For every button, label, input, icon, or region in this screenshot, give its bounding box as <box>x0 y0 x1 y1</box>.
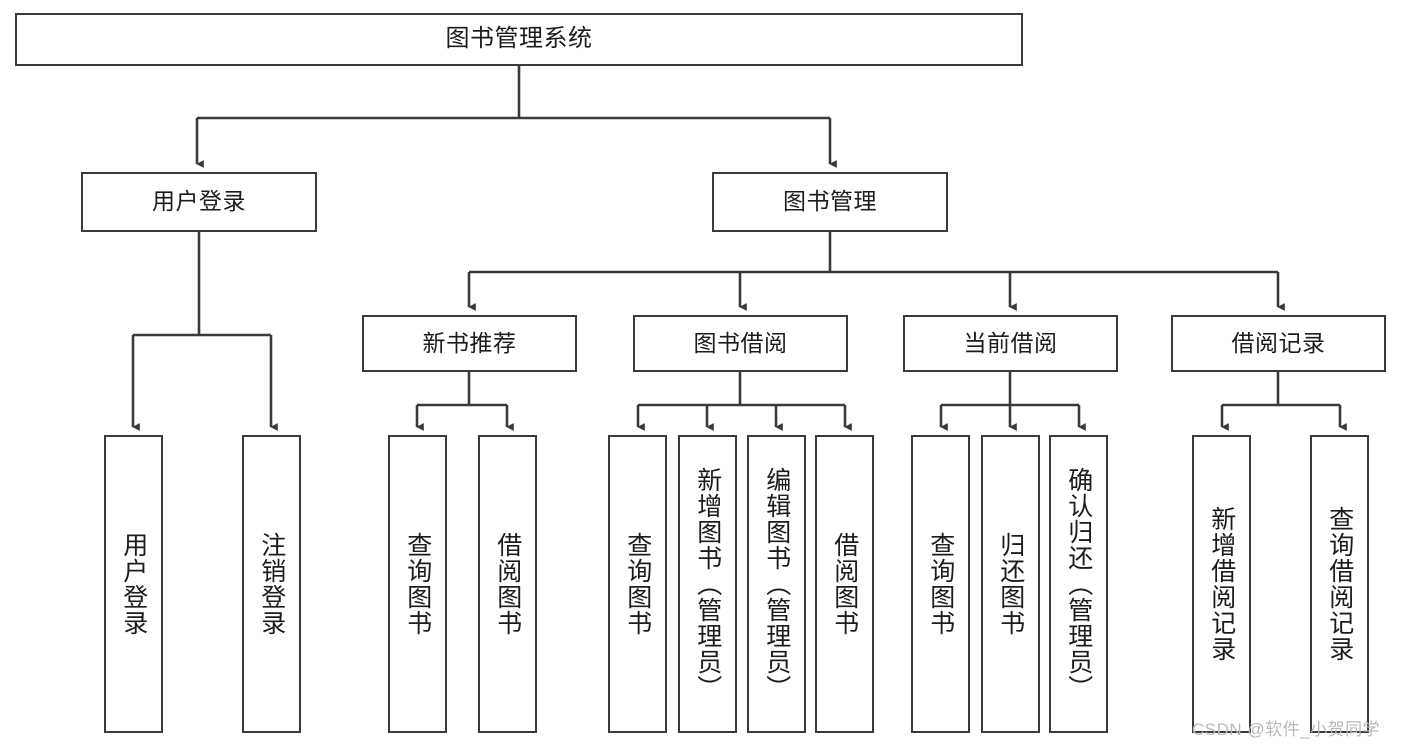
node-current-borrow[interactable]: 当前借阅 <box>903 315 1118 372</box>
leaf-current-borrow-query-book[interactable]: 查询图书 <box>911 435 970 733</box>
leaf-book-borrow-edit-book-admin[interactable]: 编辑图书（管理员） <box>747 435 806 733</box>
node-borrow-record-label: 借阅记录 <box>1231 329 1326 356</box>
node-user-login[interactable]: 用户登录 <box>81 172 317 232</box>
leaf-user-login-login[interactable]: 用户登录 <box>104 435 163 733</box>
node-book-management-label: 图书管理 <box>783 188 877 215</box>
node-book-borrow-label: 图书借阅 <box>693 329 788 356</box>
leaf-current-borrow-return-book[interactable]: 归还图书 <box>981 435 1040 733</box>
leaf-book-borrow-add-book-admin[interactable]: 新增图书（管理员） <box>678 435 737 733</box>
leaf-book-borrow-borrow-book-label: 借阅图书 <box>830 532 859 636</box>
node-user-login-label: 用户登录 <box>152 188 246 215</box>
leaf-user-login-logout[interactable]: 注销登录 <box>242 435 301 733</box>
node-new-book-recommendation-label: 新书推荐 <box>422 329 517 356</box>
leaf-book-borrow-add-book-admin-label: 新增图书（管理员） <box>693 467 722 701</box>
leaf-book-borrow-edit-book-admin-label: 编辑图书（管理员） <box>762 467 791 701</box>
node-current-borrow-label: 当前借阅 <box>963 329 1058 356</box>
leaf-current-borrow-return-book-label: 归还图书 <box>996 532 1025 636</box>
node-root-label: 图书管理系统 <box>445 25 593 53</box>
leaf-user-login-logout-label: 注销登录 <box>257 532 286 636</box>
leaf-borrow-record-add-record-label: 新增借阅记录 <box>1207 506 1236 662</box>
leaf-current-borrow-confirm-return-admin-label: 确认归还（管理员） <box>1064 467 1093 701</box>
leaf-borrow-record-query-record-label: 查询借阅记录 <box>1325 506 1354 662</box>
leaf-new-book-borrow-book-label: 借阅图书 <box>493 532 522 636</box>
leaf-book-borrow-query-book-label: 查询图书 <box>623 532 652 636</box>
node-book-management[interactable]: 图书管理 <box>712 172 948 232</box>
leaf-borrow-record-add-record[interactable]: 新增借阅记录 <box>1192 435 1251 733</box>
node-root-book-management-system[interactable]: 图书管理系统 <box>15 13 1023 66</box>
node-borrow-record[interactable]: 借阅记录 <box>1171 315 1386 372</box>
leaf-current-borrow-confirm-return-admin[interactable]: 确认归还（管理员） <box>1049 435 1108 733</box>
leaf-new-book-query-book[interactable]: 查询图书 <box>388 435 447 733</box>
leaf-book-borrow-query-book[interactable]: 查询图书 <box>608 435 667 733</box>
leaf-new-book-query-book-label: 查询图书 <box>403 532 432 636</box>
node-new-book-recommendation[interactable]: 新书推荐 <box>362 315 577 372</box>
leaf-current-borrow-query-book-label: 查询图书 <box>926 532 955 636</box>
leaf-borrow-record-query-record[interactable]: 查询借阅记录 <box>1310 435 1369 733</box>
leaf-book-borrow-borrow-book[interactable]: 借阅图书 <box>815 435 874 733</box>
csdn-watermark: CSDN @软件_小贺同学 <box>1192 720 1381 739</box>
leaf-user-login-login-label: 用户登录 <box>119 532 148 636</box>
leaf-new-book-borrow-book[interactable]: 借阅图书 <box>478 435 537 733</box>
node-book-borrow[interactable]: 图书借阅 <box>633 315 848 372</box>
